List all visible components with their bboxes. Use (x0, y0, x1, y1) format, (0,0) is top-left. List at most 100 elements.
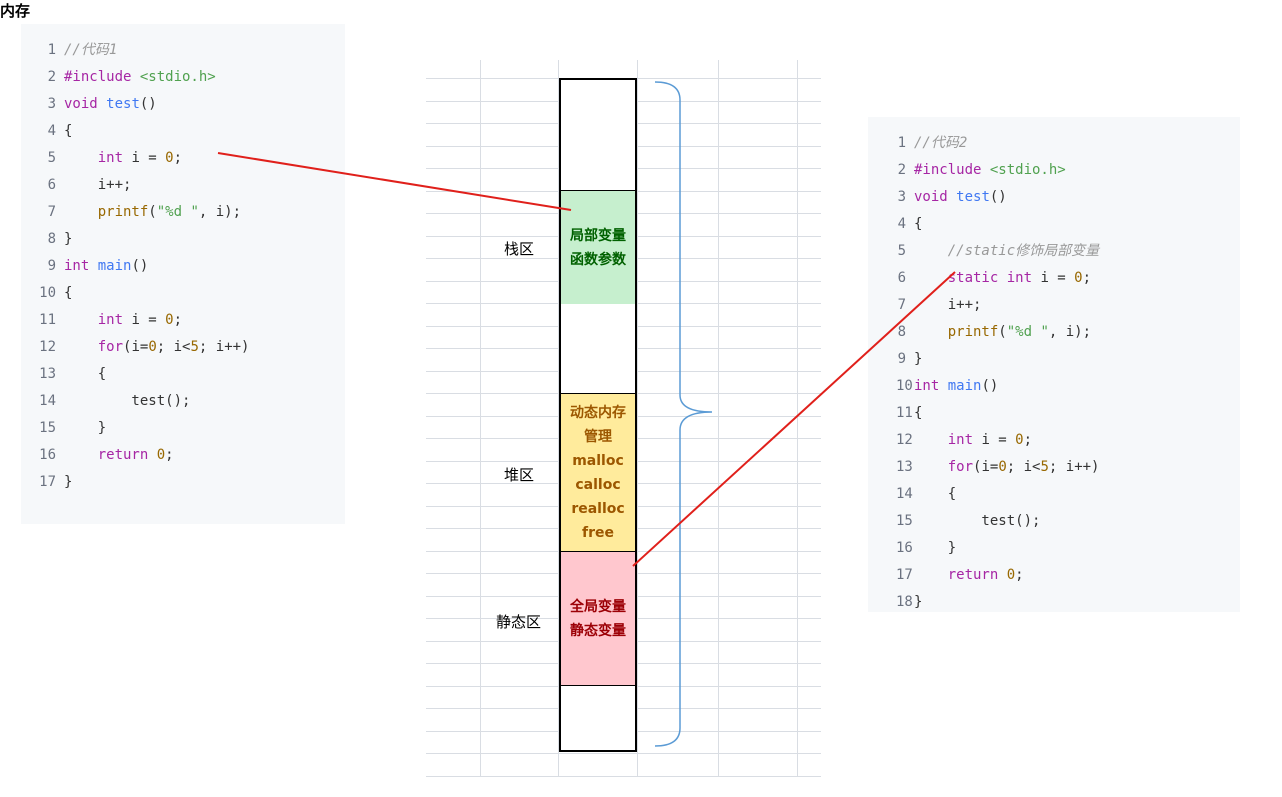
line-number: 16 (39, 447, 56, 463)
code-token: } (64, 474, 73, 490)
code-token: { (914, 486, 957, 502)
line-number: 4 (897, 216, 906, 232)
code-token: #include (64, 69, 140, 85)
code-token: } (914, 351, 923, 367)
line-number: 17 (39, 474, 56, 490)
code-text: return 0; (64, 447, 174, 463)
code-text: //代码2 (914, 135, 967, 151)
code-line: 2#include <stdio.h> (896, 157, 1066, 184)
code-token: printf (914, 324, 999, 340)
code-line: 5 //static修饰局部变量 (896, 238, 1100, 265)
code-token: int (1006, 270, 1041, 286)
code-token: ; i< (156, 339, 191, 355)
code-line: 1 //代码2 (896, 130, 968, 157)
code-line: 10 { (34, 280, 72, 307)
code-token: 0 (148, 339, 157, 355)
line-number: 11 (39, 312, 56, 328)
grid-line (718, 60, 719, 777)
code-token: { (64, 285, 73, 301)
code-text: #include <stdio.h> (64, 69, 216, 85)
code-token: 0 (165, 150, 174, 166)
code-token: ; (165, 447, 174, 463)
code-token: ; (173, 312, 183, 328)
code-text: static int i = 0; (914, 270, 1091, 286)
code-token: int (64, 150, 132, 166)
code-text: printf("%d ", i); (914, 324, 1091, 340)
code-text: { (914, 486, 956, 502)
memory-label: 内存 (0, 2, 31, 20)
code-token: , i); (1048, 324, 1092, 340)
code-token: void (64, 96, 107, 112)
code-text: } (914, 351, 922, 367)
line-number: 7 (897, 297, 906, 313)
grid-line (426, 753, 821, 754)
code-text: int main() (64, 258, 148, 274)
line-number: 1 (47, 42, 56, 58)
code-token: { (914, 405, 923, 421)
code-token: () (989, 189, 1007, 205)
code-token: ; (1082, 270, 1092, 286)
code-line: 6 static int i = 0; (896, 265, 1091, 292)
code-token: i++; (914, 297, 982, 313)
code-text: //代码1 (64, 42, 117, 58)
code-token: ; i++) (198, 339, 250, 355)
memory-brace (654, 81, 713, 747)
code-line: 9 int main() (34, 253, 149, 280)
code-line: 7 printf("%d ", i); (34, 199, 241, 226)
line-number: 7 (47, 204, 56, 220)
code-token: ; (1015, 567, 1024, 583)
line-number: 9 (47, 258, 56, 274)
code-token: i = (131, 150, 166, 166)
code-line: 13 for(i=0; i<5; i++) (896, 454, 1099, 481)
line-number: 3 (897, 189, 906, 205)
code-token: ; (1023, 432, 1033, 448)
code-token: #include (914, 162, 990, 178)
static-segment: 全局变量 静态变量 (559, 551, 637, 686)
code-text: int i = 0; (914, 432, 1032, 448)
code-line: 8} (34, 226, 73, 253)
grid-line (558, 60, 559, 777)
code-line: 7 i++; (896, 292, 982, 319)
code-line: 10int main() (896, 373, 998, 400)
code-text: test(); (64, 393, 190, 409)
code-text: } (64, 420, 106, 436)
code-text: test(); (914, 513, 1040, 529)
line-number: 10 (39, 285, 56, 301)
line-number: 14 (39, 393, 56, 409)
code-text: } (914, 540, 956, 556)
code-token: void (914, 189, 957, 205)
code-token: i++; (64, 177, 132, 193)
code-text: #include <stdio.h> (914, 162, 1066, 178)
arrow-static-to-static-segment (632, 271, 956, 567)
code-token: return (914, 567, 1007, 583)
code-text: { (64, 366, 106, 382)
code-token: <stdio.h> (139, 69, 216, 85)
code-token: int (914, 378, 948, 394)
code-token: 5 (1040, 459, 1049, 475)
line-number: 6 (47, 177, 56, 193)
code-token: 0 (1074, 270, 1083, 286)
line-number: 5 (897, 243, 906, 259)
code-token: } (64, 420, 107, 436)
line-number: 8 (897, 324, 906, 340)
code-text: { (914, 216, 922, 232)
code-token: ; (173, 150, 183, 166)
code-token: test (956, 189, 990, 205)
line-number: 1 (897, 135, 906, 151)
code-line: 14 test(); (34, 388, 190, 415)
heap-segment: 动态内存 管理 malloc calloc realloc free (559, 393, 637, 551)
arrow-local-to-stack (217, 152, 572, 211)
code-token: static (914, 270, 1007, 286)
code-text: return 0; (914, 567, 1024, 583)
grid-line (797, 60, 798, 777)
code-line: 6 i++; (34, 172, 132, 199)
code-line: 16 } (896, 535, 956, 562)
code-token: i = (131, 312, 166, 328)
code-line: 2#include <stdio.h> (34, 64, 216, 91)
code-token: () (131, 258, 149, 274)
code-line: 14 { (896, 481, 956, 508)
code-line: 5 int i = 0; (34, 145, 182, 172)
code-line: 16 return 0; (34, 442, 174, 469)
code-text: } (64, 231, 72, 247)
